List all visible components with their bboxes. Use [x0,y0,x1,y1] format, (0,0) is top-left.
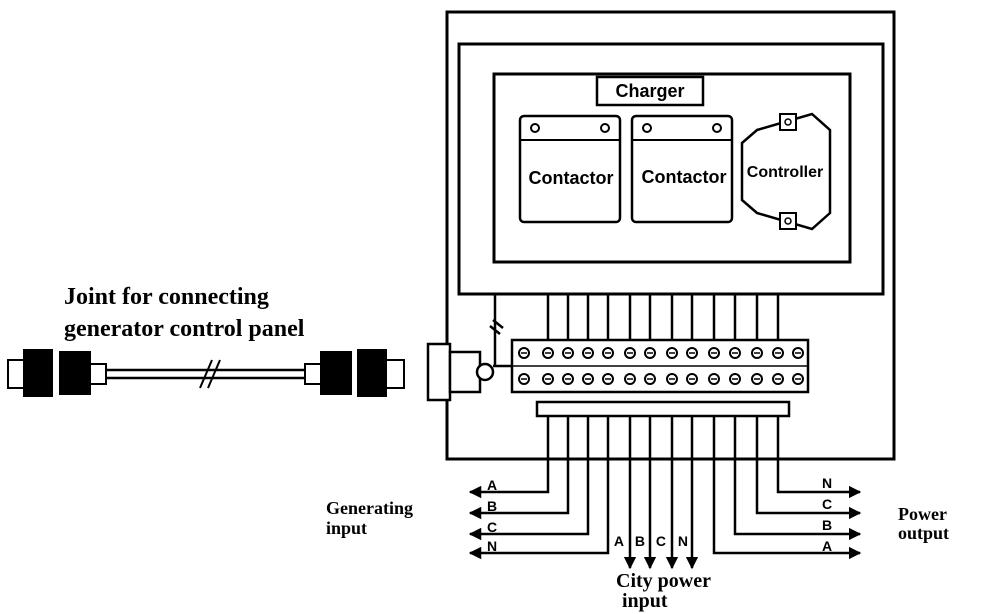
generating-input-wires [468,416,610,560]
screw-icon [642,123,652,133]
city-phase-c: C [656,533,666,549]
component-panel [492,72,852,264]
controller: Controller [740,112,832,231]
city-phase-b: B [635,533,645,549]
joint-label-line1: Joint for connecting [64,284,269,310]
output-phase-labels: N C B A [822,475,832,554]
power-output-label-line1: Power [898,504,947,524]
generating-phase-labels: A B C N [487,477,497,554]
cabinet-outer [445,10,896,461]
out-phase-a: A [822,538,832,554]
screw-icon [600,123,610,133]
city-phase-a: A [614,533,624,549]
terminal-block [510,338,810,394]
screw-icon [712,123,722,133]
panel-wires [493,294,780,342]
out-phase-c: C [822,496,832,512]
screw-icon [530,123,540,133]
city-power-input-wires [623,416,699,570]
city-phase-labels: A B C N [614,533,688,549]
out-phase-b: B [822,517,832,533]
power-output-label-line2: output [898,523,949,543]
screw-icon [784,118,792,126]
contactor-2-label: Contactor [642,167,727,187]
contactor-2: Contactor [630,114,734,224]
generator-cable [7,349,405,397]
gen-phase-b: B [487,498,497,514]
city-phase-n: N [678,533,688,549]
din-rail [535,400,791,418]
gen-phase-n: N [487,538,497,554]
screw-icon [784,217,792,225]
contactor-1: Contactor [518,114,622,224]
generating-input-label-line2: input [326,518,367,538]
generating-input-label-line1: Generating [326,498,413,518]
city-power-input-label-line2: input [622,590,668,612]
power-output-wires [712,416,862,560]
gen-phase-a: A [487,477,497,493]
side-socket [426,319,512,402]
out-phase-n: N [822,475,832,491]
contactor-1-label: Contactor [529,168,614,188]
city-power-input-label-line1: City power [616,570,711,592]
charger-box: Charger [595,75,705,107]
joint-label-line2: generator control panel [64,316,305,342]
charger-label: Charger [615,81,684,101]
gen-phase-c: C [487,519,497,535]
controller-label: Controller [747,164,823,181]
